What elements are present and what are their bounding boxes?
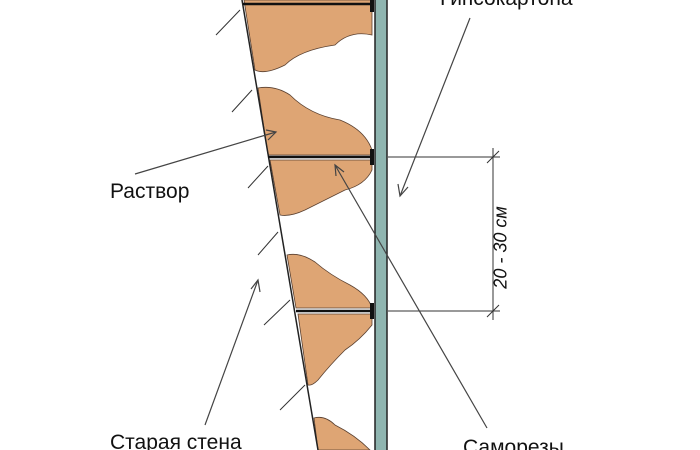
screw <box>296 303 374 319</box>
mortar-blob <box>257 86 373 156</box>
drywall-arrow <box>399 17 471 197</box>
mortar-blob <box>313 416 371 450</box>
drywall-board <box>374 0 388 450</box>
mortar-blob <box>269 159 373 216</box>
wall-hatching <box>215 9 306 411</box>
mortar-blob <box>286 253 373 309</box>
mortar-arrow <box>134 131 277 175</box>
screw <box>243 0 374 12</box>
mortar-blobs <box>243 0 373 450</box>
screw <box>268 149 374 165</box>
label-spacing: 20 - 30 см <box>490 206 511 289</box>
label-screws: Саморезы <box>463 436 564 450</box>
leader-lines <box>134 17 488 429</box>
label-drywall: Гипсокартона <box>440 0 573 11</box>
label-mortar: Раствор <box>110 180 190 203</box>
label-old-wall: Старая стена <box>110 431 242 450</box>
screws-leader <box>334 164 488 429</box>
old-wall-arrow <box>204 279 259 426</box>
old-wall-surface <box>241 0 319 450</box>
dimension-lines <box>388 148 500 320</box>
mortar-blob <box>243 0 373 73</box>
screws <box>243 0 374 319</box>
mortar-blob <box>297 313 373 386</box>
